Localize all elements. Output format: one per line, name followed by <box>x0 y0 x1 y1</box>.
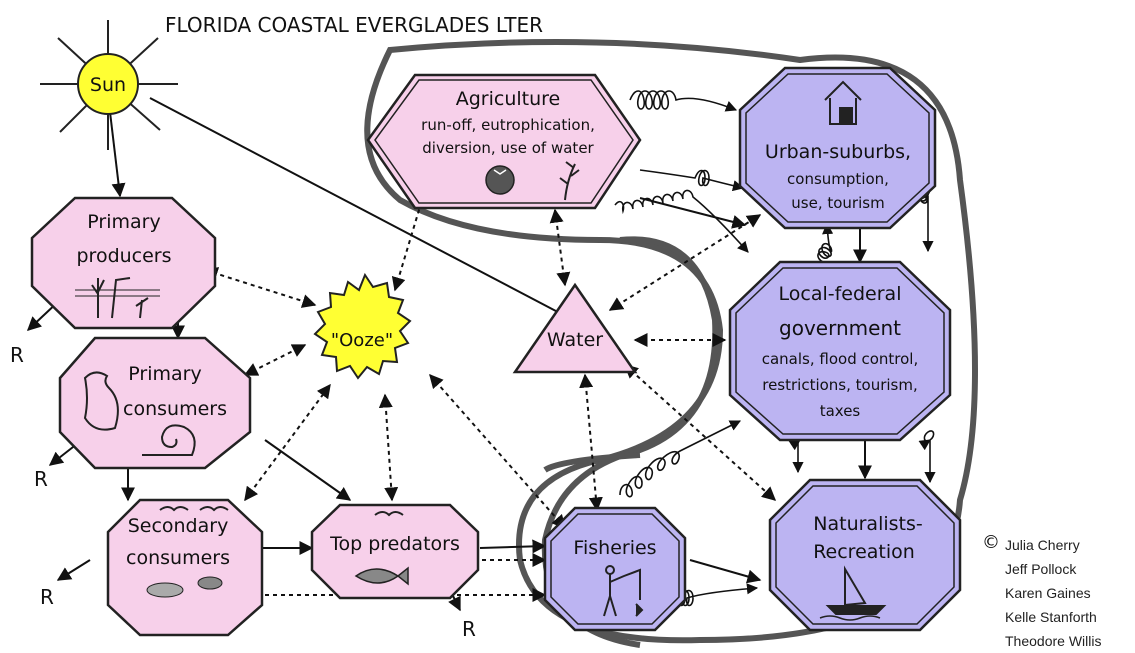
copyright-symbol: © <box>982 532 1000 553</box>
fisheries-label: Fisheries <box>573 537 656 559</box>
fisheries-node: Fisheries <box>543 506 687 632</box>
bird-icon <box>83 371 119 431</box>
agriculture-label-1: Agriculture <box>456 88 561 110</box>
government-label-2: government <box>779 316 901 340</box>
tomato-icon <box>485 165 515 195</box>
sun-label: Sun <box>90 74 126 96</box>
credit-3: Karen Gaines <box>1005 585 1091 601</box>
top-predators-label: Top predators <box>329 533 460 555</box>
house-icon <box>824 80 862 125</box>
primary-producers-label-2: producers <box>76 245 171 267</box>
sun-node: Sun <box>40 20 178 150</box>
credit-4: Kelle Stanforth <box>1005 609 1097 625</box>
credits: © Julia Cherry Jeff Pollock Karen Gaines… <box>982 532 1101 649</box>
agriculture-node: Agriculture run-off, eutrophication, div… <box>366 73 642 210</box>
top-predators-node: Top predators <box>310 503 480 600</box>
secondary-consumers-node: Secondary consumers <box>106 498 264 637</box>
government-label-4: restrictions, tourism, <box>762 376 918 394</box>
urban-label-3: use, tourism <box>791 194 884 212</box>
interaction-arrows <box>203 188 777 602</box>
naturalists-label-2: Recreation <box>813 541 915 563</box>
urban-label-2: consumption, <box>787 170 889 188</box>
respiration-label-1: R <box>10 343 24 367</box>
government-label-1: Local-federal <box>779 283 902 305</box>
government-node: Local-federal government canals, flood c… <box>728 260 952 442</box>
agriculture-label-3: diversion, use of water <box>422 139 594 157</box>
credit-2: Jeff Pollock <box>1005 561 1077 577</box>
fish-icon <box>146 576 223 598</box>
secondary-consumers-label-2: consumers <box>126 547 230 569</box>
secondary-consumers-label-1: Secondary <box>128 515 229 537</box>
water-label: Water <box>547 329 603 351</box>
primary-producers-node: Primary producers <box>30 196 217 330</box>
water-node: Water <box>512 282 638 374</box>
respiration-label-4: R <box>462 617 476 641</box>
primary-consumers-node: Primary consumers <box>58 336 252 470</box>
credit-5: Theodore Willis <box>1005 633 1101 649</box>
respiration-label-2: R <box>34 467 48 491</box>
urban-suburbs-node: Urban-suburbs, consumption, use, tourism <box>738 66 937 230</box>
naturalists-node: Naturalists- Recreation <box>768 478 962 632</box>
diagram-title: FLORIDA COASTAL EVERGLADES LTER <box>165 13 543 37</box>
fisherman-icon <box>603 565 644 617</box>
plants-icon <box>75 277 160 319</box>
ooze-label: "Ooze" <box>331 330 393 351</box>
sailboat-icon <box>819 565 887 621</box>
credit-1: Julia Cherry <box>1005 537 1080 553</box>
snail-icon <box>142 424 196 456</box>
urban-label-1: Urban-suburbs, <box>765 141 911 163</box>
ooze-node: "Ooze" <box>313 272 412 380</box>
naturalists-label-1: Naturalists- <box>813 513 922 535</box>
wheat-icon <box>559 161 580 201</box>
respiration-label-3: R <box>40 585 54 609</box>
birds-icon <box>159 506 229 512</box>
primary-producers-label-1: Primary <box>87 211 160 233</box>
agriculture-label-2: run-off, eutrophication, <box>421 116 595 134</box>
government-label-5: taxes <box>820 402 861 420</box>
government-label-3: canals, flood control, <box>762 350 919 368</box>
respiration-labels: R R R R <box>10 343 476 641</box>
primary-consumers-label-2: consumers <box>123 398 227 420</box>
primary-consumers-label-1: Primary <box>128 363 201 385</box>
predator-fish-icon <box>354 511 409 586</box>
